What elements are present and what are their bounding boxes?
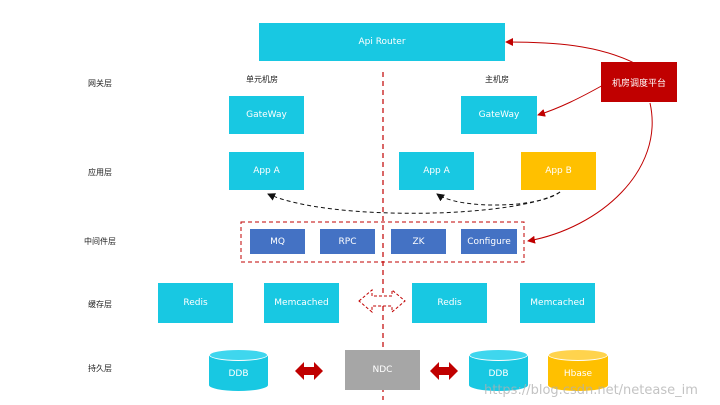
ddb-left-node: DDB xyxy=(209,349,268,391)
redis-left-node: Redis xyxy=(158,283,233,323)
hbase-label: Hbase xyxy=(563,369,593,379)
arrow-scheduler-to-api-router xyxy=(505,38,641,67)
layer-label-app: 应用层 xyxy=(88,168,112,177)
redis-right-node: Redis xyxy=(412,283,487,323)
app-a-left-node: App A xyxy=(229,152,304,190)
app-a-right-node: App A xyxy=(399,152,474,190)
cache-sync-double-arrow xyxy=(358,288,406,314)
watermark-text: https://blog.csdn.net/netease_im xyxy=(484,383,698,398)
middleware-group-border xyxy=(240,221,525,263)
arrow-appb-to-left-appa xyxy=(267,191,561,214)
memcached-left-node: Memcached xyxy=(264,283,339,323)
gateway-left-node: GateWay xyxy=(229,96,304,134)
memcached-right-node: Memcached xyxy=(520,283,595,323)
app-b-node: App B xyxy=(521,152,596,190)
layer-label-middleware: 中间件层 xyxy=(84,237,116,246)
layer-label-gateway: 网关层 xyxy=(88,79,112,88)
configure-node: Configure xyxy=(461,229,517,254)
arrow-scheduler-to-configure xyxy=(527,102,653,244)
room-label-main: 主机房 xyxy=(485,75,509,84)
persist-sync-arrow-right xyxy=(430,362,458,380)
ndc-node: NDC xyxy=(345,350,420,390)
hbase-node: Hbase xyxy=(548,349,608,391)
zk-node: ZK xyxy=(391,229,446,254)
scheduler-node: 机房调度平台 xyxy=(601,62,677,102)
api-router-node: Api Router xyxy=(259,23,505,61)
gateway-right-node: GateWay xyxy=(461,96,537,134)
arrow-appb-to-right-appa xyxy=(436,191,561,206)
arrow-scheduler-to-gateway xyxy=(537,83,606,117)
rpc-node: RPC xyxy=(320,229,375,254)
room-label-unit: 单元机房 xyxy=(246,75,278,84)
ddb-right-label: DDB xyxy=(488,369,509,379)
layer-label-persist: 持久层 xyxy=(88,364,112,373)
persist-sync-arrow-left xyxy=(295,362,323,380)
ddb-left-label: DDB xyxy=(228,369,249,379)
ddb-right-node: DDB xyxy=(469,349,528,391)
mq-node: MQ xyxy=(250,229,305,254)
layer-label-cache: 缓存层 xyxy=(88,300,112,309)
